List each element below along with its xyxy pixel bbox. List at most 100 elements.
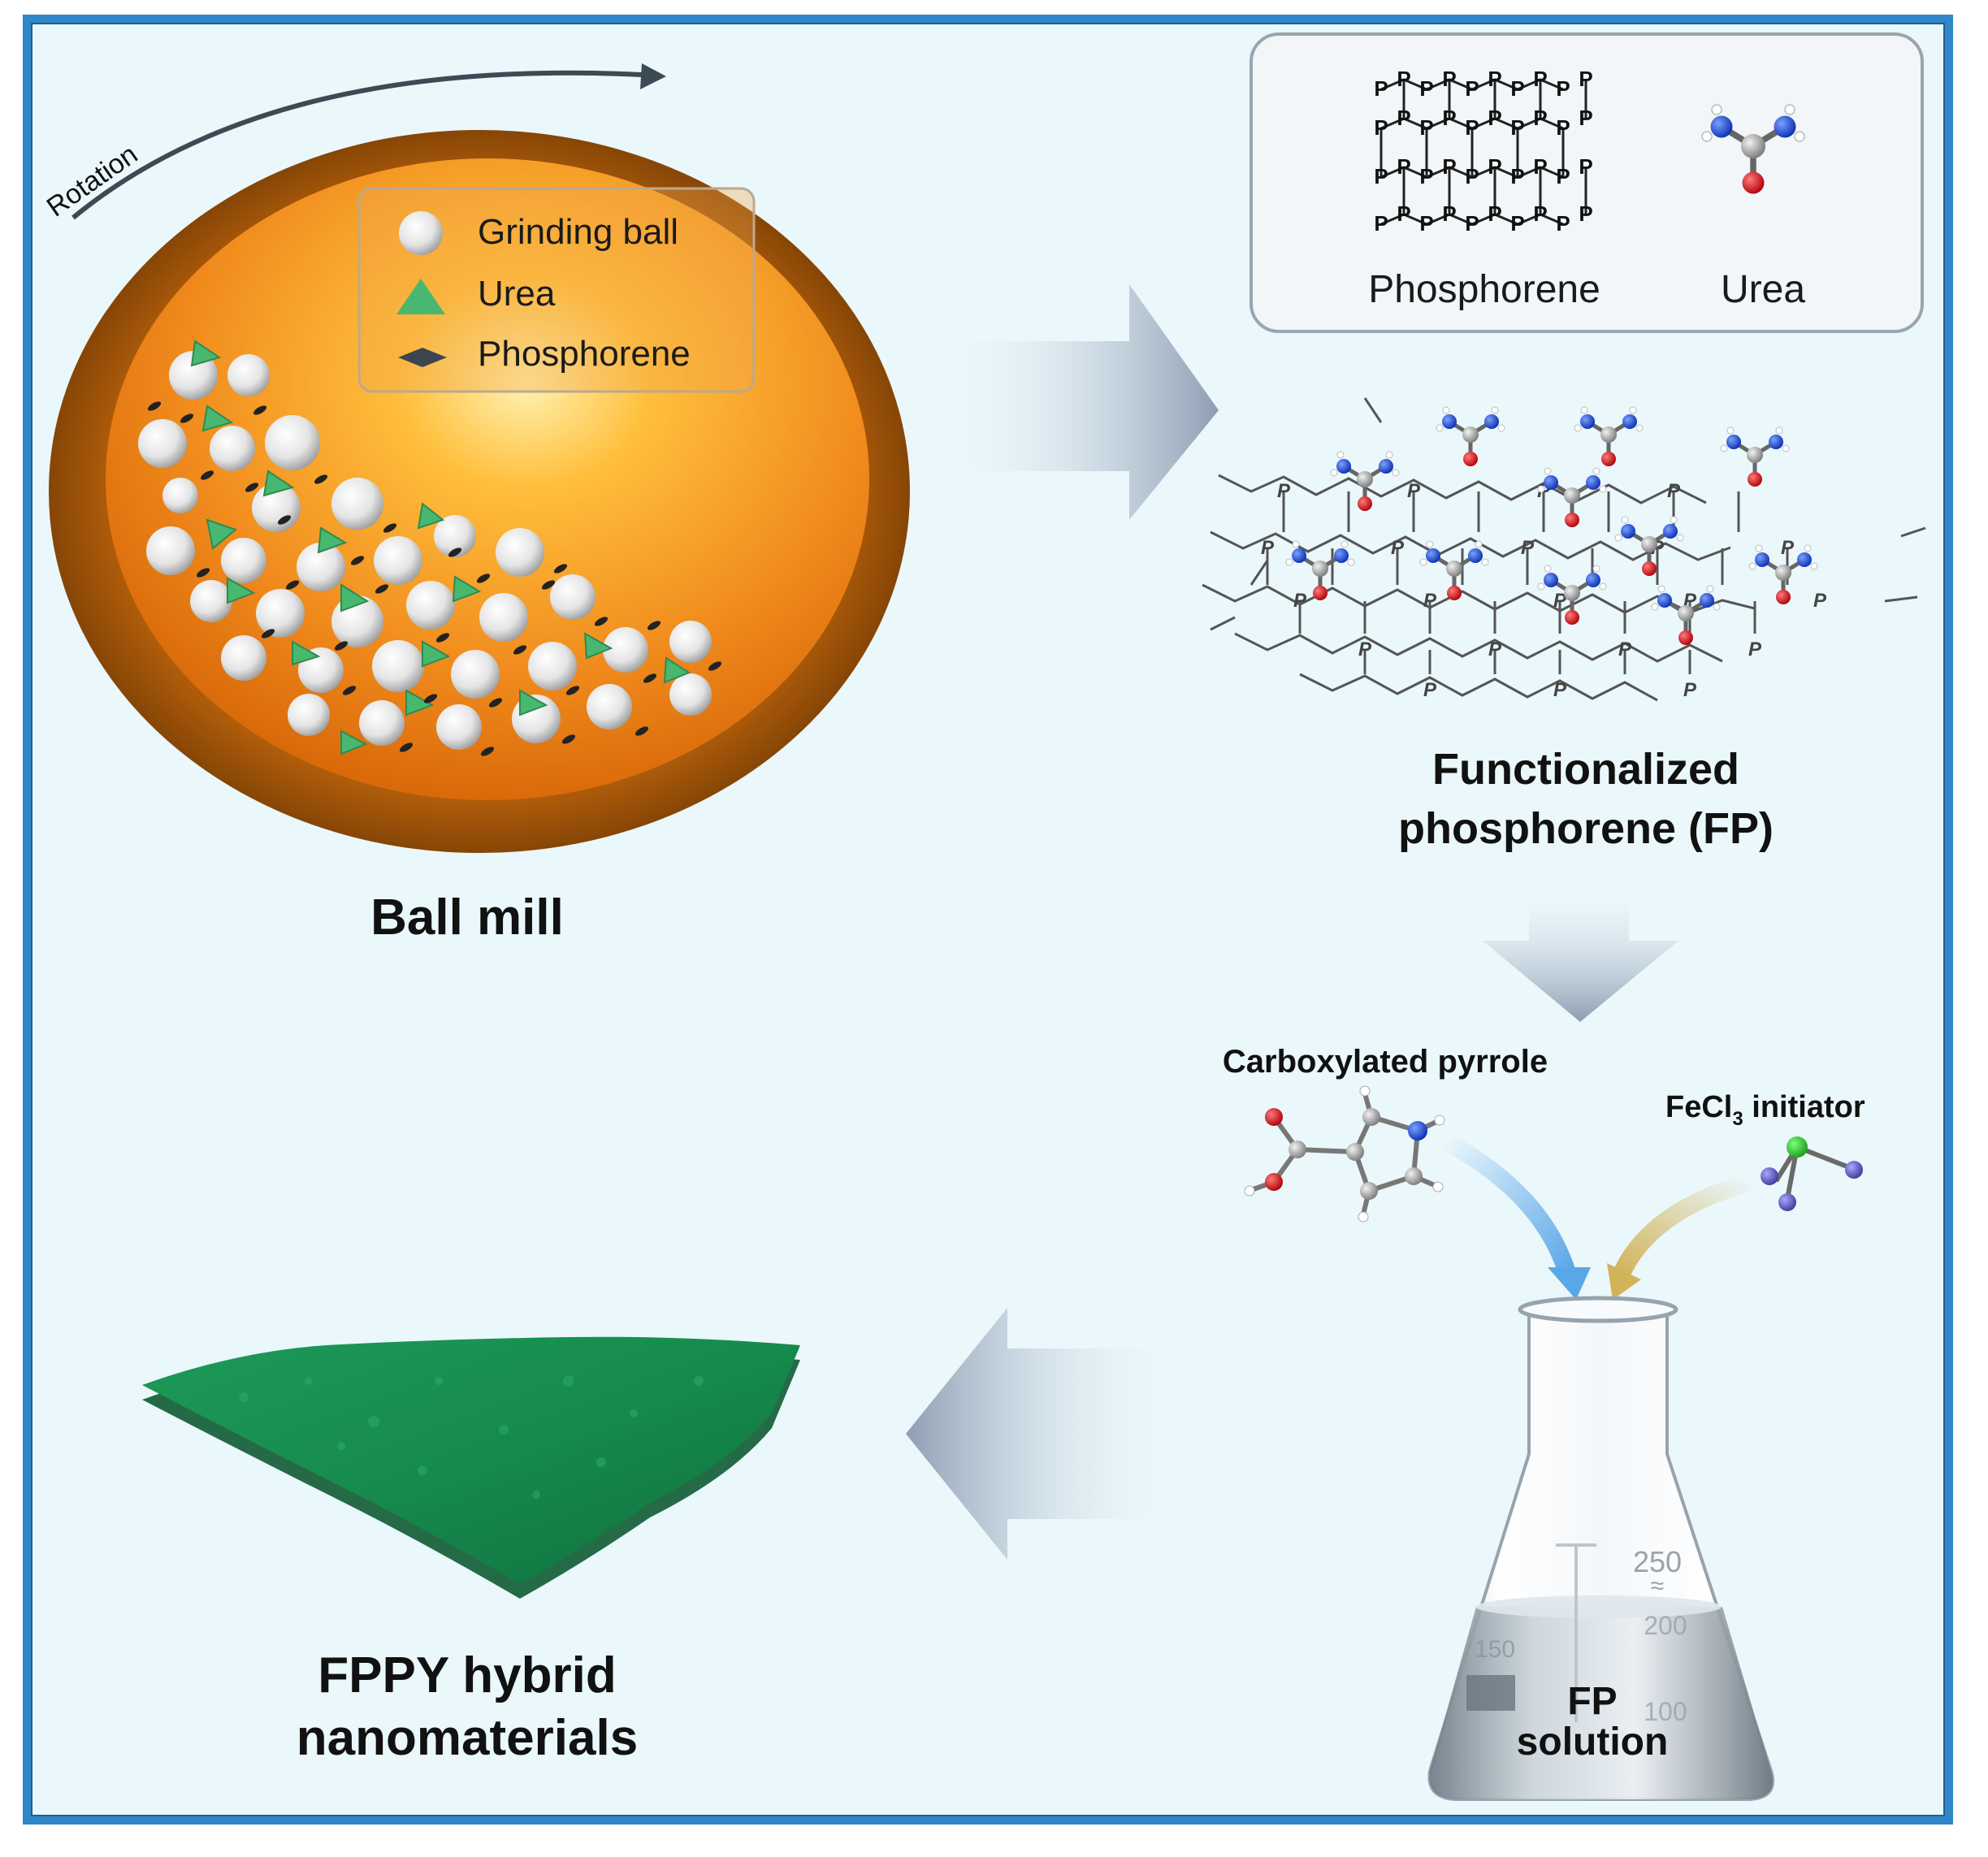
phosphorus-atom: P [1465, 76, 1479, 101]
phosphorus-atom: P [1423, 679, 1437, 701]
phosphorus-atom: P [1293, 590, 1307, 612]
flask-mark-approx: ≈ [1651, 1573, 1664, 1599]
flask-mark-100: 100 [1644, 1697, 1687, 1726]
phosphorus-atom: P [1442, 201, 1456, 226]
phosphorus-atom: P [1556, 164, 1570, 188]
flask-mark-150: 150 [1475, 1636, 1515, 1663]
phosphorus-atom: P [1391, 537, 1405, 559]
erlenmeyer-flask [1427, 1296, 1774, 1801]
fppy-label-line1: FPPY hybrid [318, 1647, 617, 1703]
phosphorus-atom: P [1510, 115, 1524, 140]
phosphorus-atom: P [1488, 67, 1501, 91]
fecl3-molecule [1761, 1136, 1863, 1211]
triangle-icon [396, 279, 445, 314]
pyrrole-arrowhead [1548, 1267, 1591, 1300]
phosphorus-atom: P [1419, 115, 1433, 140]
phosphorus-atom: P [1510, 211, 1524, 236]
phosphorus-atom: P [1533, 154, 1547, 179]
flake-icon [398, 348, 447, 367]
fecl3-label: FeCl3 initiator [1665, 1090, 1865, 1130]
fppy-film [142, 1336, 800, 1599]
phosphorus-atom: P [1618, 638, 1632, 660]
phosphorus-atom: P [1442, 154, 1456, 179]
phosphorus-atom: P [1553, 679, 1567, 701]
phosphorus-atom: P [1556, 76, 1570, 101]
phosphorus-atom: P [1407, 480, 1421, 502]
pyrrole-to-flask-arrow [1441, 1133, 1577, 1279]
phosphorus-atom: P [1423, 590, 1437, 612]
carboxylated-pyrrole-molecule [1244, 1085, 1445, 1223]
phosphorene-lattice [1379, 78, 1587, 226]
phosphorus-atom: P [1579, 67, 1592, 91]
phosphorus-atom: P [1683, 679, 1697, 701]
flask-mark-200: 200 [1644, 1611, 1687, 1640]
phosphorus-atom: P [1374, 115, 1388, 140]
phosphorus-atom: P [1374, 164, 1388, 188]
carboxylated-pyrrole-label: Carboxylated pyrrole [1223, 1044, 1548, 1080]
phosphorus-atom: P [1261, 537, 1275, 559]
phosphorus-atom: P [1442, 67, 1456, 91]
sphere-icon [399, 211, 443, 255]
phosphorus-atom: P [1277, 480, 1291, 502]
phosphorus-atom: P [1579, 154, 1592, 179]
functionalized-phosphorene-network [1202, 397, 1926, 702]
phosphorus-atom: P [1397, 106, 1410, 130]
rotation-arc [71, 70, 643, 220]
phosphorus-atom: P [1374, 76, 1388, 101]
phosphorus-atom: P [1533, 67, 1547, 91]
flask-mark-250: 250 [1633, 1545, 1682, 1578]
ball-mill-label: Ball mill [370, 890, 564, 946]
legend-grinding-ball: Grinding ball [478, 212, 678, 252]
phosphorus-atom: P [1533, 201, 1547, 226]
phosphorus-atom: P [1397, 154, 1410, 179]
phosphorus-atom: P [1510, 76, 1524, 101]
phosphorus-atom: P [1781, 537, 1795, 559]
phosphorus-atom: P [1667, 480, 1681, 502]
phosphorene-label: Phosphorene [1368, 268, 1600, 311]
phosphorus-atom: P [1465, 164, 1479, 188]
phosphorus-atom: P [1813, 590, 1827, 612]
arrow-down [1483, 895, 1678, 1022]
phosphorus-atom: P [1521, 537, 1535, 559]
phosphorus-atom: P [1579, 201, 1592, 226]
rotation-arrowhead [640, 63, 666, 89]
phosphorus-atom: P [1748, 638, 1762, 660]
legend-box [357, 187, 756, 393]
phosphorus-atom: P [1510, 164, 1524, 188]
phosphorus-atom: P [1374, 211, 1388, 236]
urea-label: Urea [1721, 268, 1805, 311]
arrow-right [942, 284, 1219, 520]
phosphorus-atom: P [1465, 211, 1479, 236]
fecl3-arrowhead [1607, 1263, 1641, 1300]
phosphorus-atom: P [1419, 164, 1433, 188]
legend-phosphorene: Phosphorene [478, 334, 691, 374]
phosphorus-atom: P [1465, 115, 1479, 140]
phosphorus-atom: P [1579, 106, 1592, 130]
fp-label-line2: phosphorene (FP) [1398, 804, 1774, 853]
fp-label-line1: Functionalized [1432, 745, 1739, 794]
arrow-left [906, 1308, 1178, 1560]
phosphorus-atom: P [1397, 67, 1410, 91]
phosphorus-atom: P [1533, 106, 1547, 130]
phosphorus-atom: P [1488, 201, 1501, 226]
urea-triangles-pile [190, 340, 691, 755]
fp-solution-line1: FP [1567, 1680, 1617, 1723]
grinding-balls-pile [138, 351, 712, 750]
phosphorus-atom: P [1419, 76, 1433, 101]
phosphorus-atom: P [1488, 638, 1502, 660]
phosphorus-atom: P [1556, 115, 1570, 140]
phosphorus-atom: P [1488, 154, 1501, 179]
phosphorus-atom: P [1556, 211, 1570, 236]
phosphorus-atom: P [1553, 590, 1567, 612]
phosphorus-atom: P [1419, 211, 1433, 236]
fp-solution-line2: solution [1517, 1721, 1669, 1764]
fppy-label-line2: nanomaterials [297, 1710, 638, 1766]
phosphorus-atom: P [1397, 201, 1410, 226]
phosphorus-atom: P [1442, 106, 1456, 130]
phosphorus-atom: P [1488, 106, 1501, 130]
fecl3-to-flask-arrow [1612, 1173, 1753, 1279]
phosphorus-atom: P [1358, 638, 1372, 660]
legend-urea: Urea [478, 274, 556, 314]
